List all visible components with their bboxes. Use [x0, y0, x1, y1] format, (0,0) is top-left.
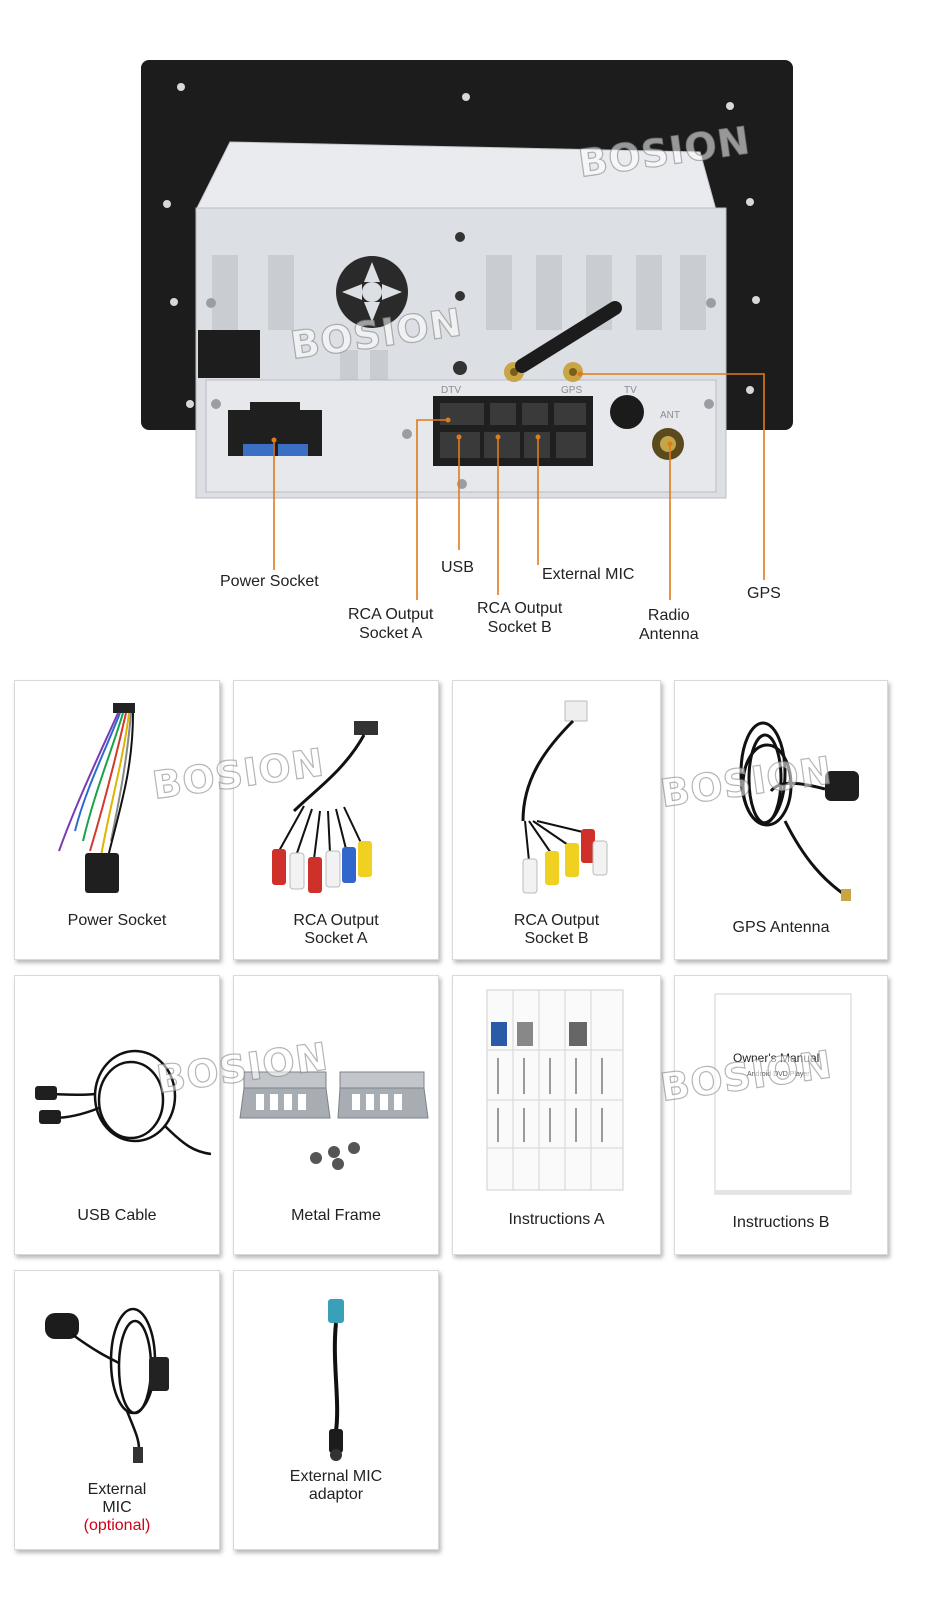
accessory-name: RCA Output — [293, 912, 379, 929]
port-mark-tv: TV — [624, 385, 637, 396]
accessory-name: USB Cable — [77, 1207, 157, 1224]
accessory-label: External MIC adaptor — [234, 1468, 438, 1504]
power-harness-illustration — [58, 703, 135, 893]
callout-rca-output-b: RCA Output Socket B — [477, 599, 562, 637]
accessory-name: Instructions B — [732, 1214, 830, 1231]
callout-power-socket: Power Socket — [220, 573, 319, 590]
accessory-label: Metal Frame — [234, 1207, 438, 1225]
accessory-card-external-mic: External MIC (optional) — [14, 1270, 220, 1550]
callout-gps: GPS — [747, 585, 781, 602]
external-mic-illustration — [45, 1307, 169, 1463]
mic-adaptor-illustration — [328, 1299, 344, 1461]
accessory-label: External MIC (optional) — [15, 1481, 219, 1535]
callout-radio-line1: Radio — [647, 607, 690, 624]
accessory-label: RCA Output Socket B — [453, 912, 660, 948]
accessory-name: RCA Output — [513, 912, 600, 929]
callout-external-mic: External MIC — [542, 566, 635, 583]
accessory-card-rca-output-b: RCA Output Socket B — [452, 680, 661, 960]
port-mark-ant: ANT — [660, 410, 680, 421]
port-mark-gps: GPS — [561, 385, 582, 396]
accessory-name: Instructions A — [508, 1211, 605, 1228]
accessory-label: USB Cable — [15, 1207, 219, 1225]
usb-cable-illustration — [35, 1049, 212, 1156]
manual-title: Owner's Manual — [733, 1051, 819, 1065]
callout-radio-antenna: Radio Antenna — [639, 606, 699, 644]
accessory-card-usb-cable: USB Cable — [14, 975, 220, 1255]
instruction-sheet-illustration — [486, 989, 624, 1191]
accessory-card-instructions-a: Instructions A — [452, 975, 661, 1255]
rear-panel-diagram: DTV GPS TV ANT BOSION BOSION Power Socke… — [0, 0, 930, 665]
accessory-label: Instructions B — [675, 1214, 887, 1232]
callout-rca-b-line2: Socket B — [487, 619, 552, 636]
callout-radio-line2: Antenna — [639, 626, 699, 643]
head-unit-rear-illustration: DTV GPS TV ANT — [141, 60, 793, 600]
accessory-card-gps-antenna: GPS Antenna — [674, 680, 888, 960]
accessory-card-power-socket: Power Socket — [14, 680, 220, 960]
rca-cable-a-illustration — [272, 721, 378, 893]
callout-rca-a-line1: RCA Output — [348, 606, 434, 623]
accessory-label: GPS Antenna — [675, 919, 887, 937]
callout-usb: USB — [441, 559, 474, 576]
accessory-name-line2: Socket A — [304, 930, 368, 947]
accessory-card-external-mic-adaptor: External MIC adaptor — [233, 1270, 439, 1550]
callout-rca-a-line2: Socket A — [359, 625, 423, 642]
accessory-name: Metal Frame — [291, 1207, 381, 1224]
metal-frame-illustration — [239, 1071, 429, 1170]
callout-rca-b-line1: RCA Output — [477, 600, 563, 617]
callout-rca-output-a: RCA Output Socket A — [348, 605, 433, 643]
accessory-card-metal-frame: Metal Frame — [233, 975, 439, 1255]
accessory-name: External — [87, 1481, 147, 1498]
accessory-label: Instructions A — [453, 1211, 660, 1229]
owners-manual-illustration: Owner's Manual Android DVD Player — [714, 993, 852, 1195]
accessory-name: Power Socket — [67, 912, 167, 929]
port-mark-dtv: DTV — [441, 385, 461, 396]
accessory-card-rca-output-a: RCA Output Socket A — [233, 680, 439, 960]
accessory-name: GPS Antenna — [732, 919, 830, 936]
accessory-name-line2: Socket B — [524, 930, 589, 947]
accessory-name-line2: adaptor — [308, 1486, 364, 1503]
accessory-label: RCA Output Socket A — [234, 912, 438, 948]
accessory-card-instructions-b: Owner's Manual Android DVD Player Instru… — [674, 975, 888, 1255]
accessory-label: Power Socket — [15, 912, 219, 930]
gps-antenna-illustration — [739, 721, 859, 901]
rca-cable-b-illustration — [521, 700, 608, 894]
manual-subtitle: Android DVD Player — [747, 1071, 810, 1078]
accessory-name: External MIC — [289, 1468, 383, 1485]
accessory-name-line2: MIC — [102, 1499, 132, 1516]
optional-note: (optional) — [83, 1517, 151, 1534]
